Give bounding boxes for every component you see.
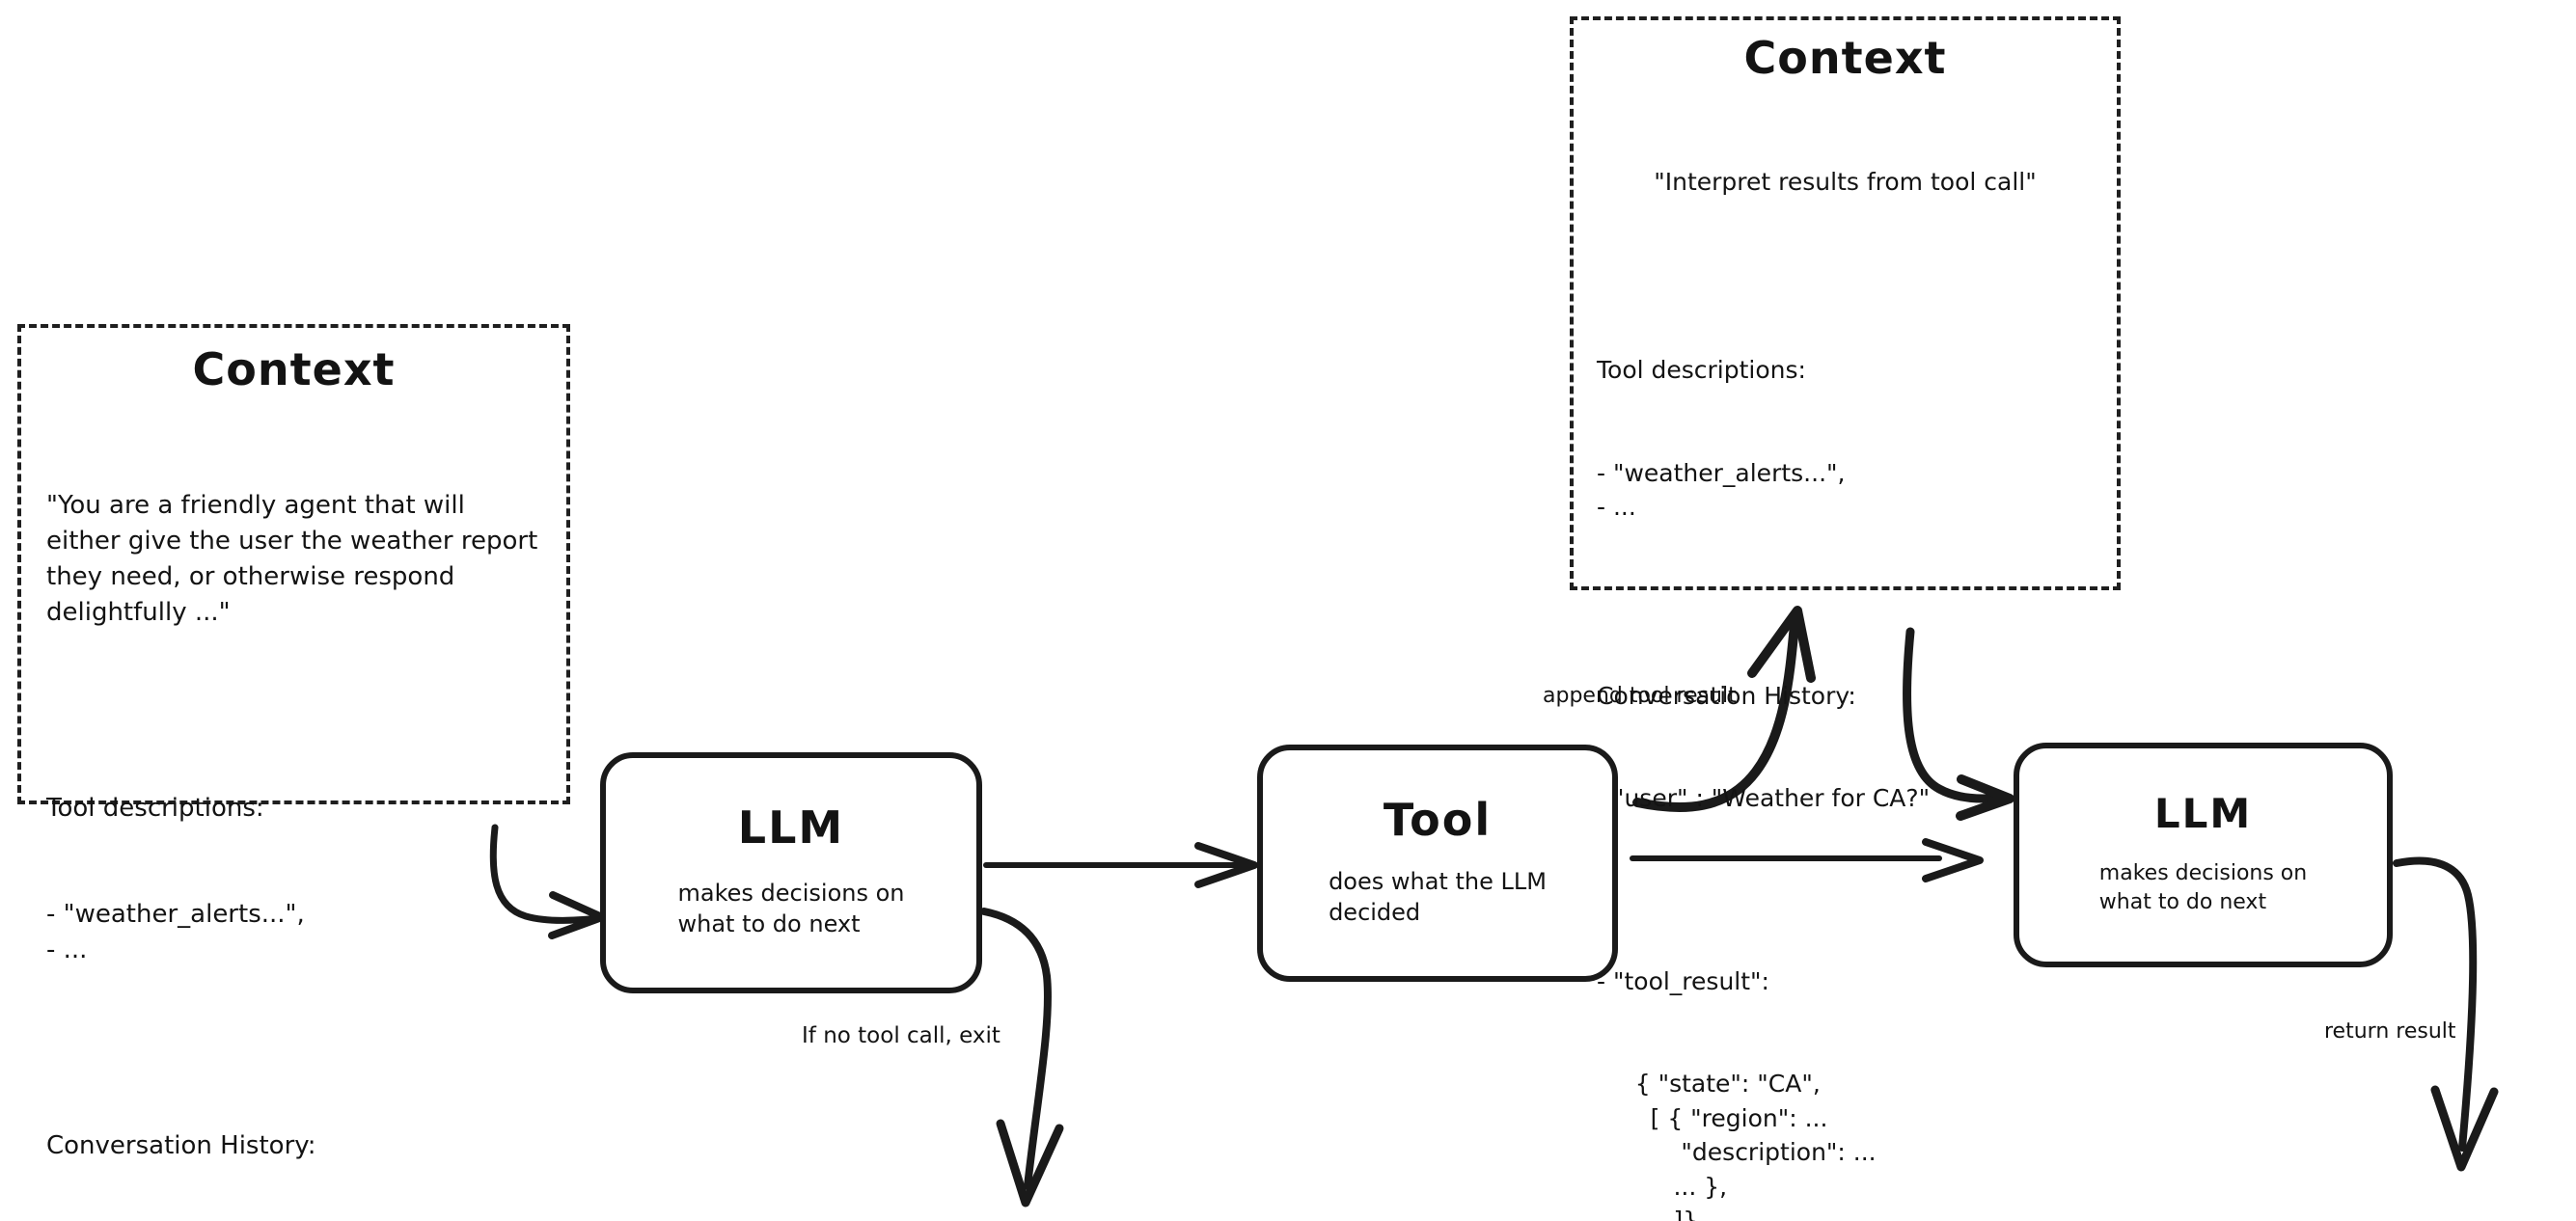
context-box-right: Context "Interpret results from tool cal… <box>1570 16 2121 1221</box>
edge-return-result-arrow <box>2393 856 2499 1172</box>
context-right-tool-result-json: { "state": "CA", [ { "region": ... "desc… <box>1634 1070 1877 1221</box>
edge-llm-to-tool-arrow <box>983 842 1258 888</box>
context-right-body: Tool descriptions: - "weather_alerts..."… <box>1597 285 2094 1221</box>
edge-label-if-no-tool-call-exit: If no tool call, exit <box>802 1023 1000 1048</box>
node-llm-first[interactable]: LLM makes decisions on what to do next <box>600 752 982 993</box>
context-left-tool-descriptions-items: - "weather_alerts...", - ... <box>46 900 305 965</box>
context-right-title: Context <box>1743 32 1947 84</box>
context-left-tool-descriptions-heading: Tool descriptions: <box>46 793 264 823</box>
edge-label-return-result: return result <box>2324 1019 2456 1044</box>
spacer <box>1597 267 2094 285</box>
spacer <box>46 1040 541 1057</box>
node-tool[interactable]: Tool does what the LLM decided <box>1257 745 1618 982</box>
context-right-system-prompt-wrap: "Interpret results from tool call" <box>1597 96 2094 268</box>
node-llm-first-subtitle: makes decisions on what to do next <box>677 880 905 937</box>
context-left-body: "You are a friendly agent that will eith… <box>46 418 541 1221</box>
context-left-system-prompt: "You are a friendly agent that will eith… <box>46 491 546 628</box>
node-llm-second-title: LLM <box>2153 790 2253 838</box>
context-right-tool-result-label: - "tool_result": <box>1597 966 1769 995</box>
context-box-left: Context "You are a friendly agent that w… <box>17 324 570 1160</box>
node-tool-title: Tool <box>1383 794 1493 847</box>
context-left-title: Context <box>192 343 396 395</box>
edge-label-append-tool-result: append tool result <box>1543 684 1737 708</box>
edge-exit-arrow <box>980 908 1064 1207</box>
context-right-tool-descriptions-items: - "weather_alerts...", - ... <box>1597 458 1846 522</box>
node-tool-subtitle: does what the LLM decided <box>1329 868 1547 926</box>
node-llm-second-subtitle: makes decisions on what to do next <box>2098 861 2308 914</box>
context-left-conversation-heading: Conversation History: <box>46 1130 316 1160</box>
context-right-conversation-heading: Conversation History: <box>1597 681 1856 710</box>
node-llm-second[interactable]: LLM makes decisions on what to do next <box>2014 743 2393 967</box>
context-right-tool-descriptions-heading: Tool descriptions: <box>1597 356 1806 385</box>
node-llm-first-title: LLM <box>737 801 845 855</box>
spacer <box>46 702 541 719</box>
spacer <box>1597 593 2094 610</box>
context-right-system-prompt: "Interpret results from tool call" <box>1654 167 2037 196</box>
